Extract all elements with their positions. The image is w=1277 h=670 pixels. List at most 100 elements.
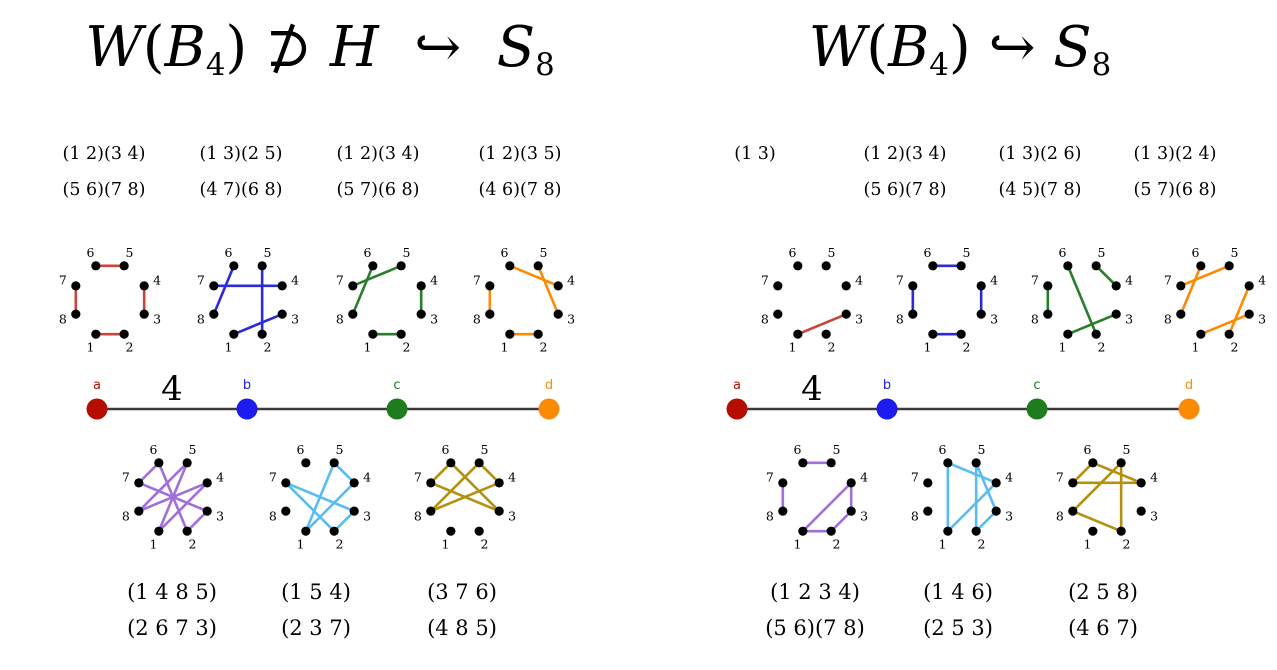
coxeter-node-letter: b bbox=[883, 378, 891, 393]
graph-node bbox=[1063, 261, 1073, 271]
graph-node bbox=[908, 309, 918, 319]
graph-node bbox=[1111, 281, 1121, 291]
permutation-label: (1 2)(3 5)(4 6)(7 8) bbox=[435, 136, 605, 208]
graph-node-label: 8 bbox=[1164, 312, 1172, 327]
graph-node-label: 6 bbox=[789, 245, 797, 260]
graph-node-label: 7 bbox=[766, 470, 774, 485]
graph-node bbox=[71, 309, 81, 319]
graph-edge bbox=[1091, 461, 1143, 485]
graph-node-label: 2 bbox=[403, 339, 411, 354]
graph-node-label: 5 bbox=[1098, 245, 1106, 260]
graph-node bbox=[976, 309, 986, 319]
graph-node bbox=[229, 329, 239, 339]
graph-node bbox=[1116, 458, 1126, 468]
graph-node-label: 4 bbox=[363, 470, 371, 485]
graph-node-label: 2 bbox=[336, 536, 344, 551]
permutation-line: (1 3)(2 6) bbox=[998, 144, 1082, 164]
permutation-label: (1 3)(2 6) (4 5)(7 8) bbox=[955, 136, 1125, 208]
title-segment: ( bbox=[866, 15, 889, 80]
graph-edge bbox=[536, 264, 560, 316]
graph-node-label: 1 bbox=[87, 339, 95, 354]
graph-node-label: 6 bbox=[924, 245, 932, 260]
graph-node bbox=[798, 458, 808, 468]
graph-node-label: 5 bbox=[264, 245, 272, 260]
graph-node bbox=[329, 526, 339, 536]
graph-node bbox=[134, 506, 144, 516]
graph-node-label: 8 bbox=[1031, 312, 1039, 327]
graph-node bbox=[773, 281, 783, 291]
graph-node-label: 1 bbox=[150, 536, 158, 551]
graph-edge bbox=[351, 264, 375, 316]
graph-node-label: 7 bbox=[1164, 273, 1172, 288]
graph-edge bbox=[801, 481, 853, 533]
right-panel-title: W(B4) ↪ S8 bbox=[650, 8, 1270, 105]
permutation-label: (3 7 6)(4 8 5) bbox=[377, 574, 547, 646]
permutation-line: (1 3)(2 4) bbox=[1133, 144, 1217, 164]
graph-node-label: 3 bbox=[567, 312, 575, 327]
graph-node bbox=[505, 261, 515, 271]
graph-node bbox=[1043, 281, 1053, 291]
graph-node bbox=[348, 281, 358, 291]
graph-node-label: 6 bbox=[1192, 245, 1200, 260]
graph-node-label: 7 bbox=[197, 273, 205, 288]
graph-node bbox=[778, 506, 788, 516]
graph-node-label: 8 bbox=[336, 312, 344, 327]
permutation-line: (4 5)(7 8) bbox=[998, 180, 1082, 200]
title-segment: B bbox=[164, 15, 206, 80]
graph-edge bbox=[332, 509, 356, 533]
graph-node bbox=[908, 281, 918, 291]
title-segment: S bbox=[496, 15, 536, 80]
title-segment: 4 bbox=[205, 47, 226, 84]
graph-node-label: 2 bbox=[540, 339, 548, 354]
graph-node bbox=[821, 261, 831, 271]
graph-node bbox=[991, 506, 1001, 516]
graph-node-label: 7 bbox=[414, 470, 422, 485]
coxeter-node-letter: c bbox=[393, 378, 400, 393]
graph-node-label: 1 bbox=[442, 536, 450, 551]
graph-node-label: 5 bbox=[1123, 442, 1131, 457]
graph-node bbox=[1068, 478, 1078, 488]
graph-node bbox=[956, 261, 966, 271]
graph-node bbox=[154, 458, 164, 468]
graph-node-label: 7 bbox=[911, 470, 919, 485]
title-segment: H bbox=[329, 15, 379, 80]
graph-node-label: 8 bbox=[197, 312, 205, 327]
graph-node-label: 5 bbox=[403, 245, 411, 260]
graph-node bbox=[277, 309, 287, 319]
graph-node-label: 8 bbox=[766, 509, 774, 524]
graph-node-label: 5 bbox=[978, 442, 986, 457]
graph-node-label: 2 bbox=[1231, 339, 1239, 354]
graph-node bbox=[1224, 329, 1234, 339]
graph-node-label: 8 bbox=[414, 509, 422, 524]
graph-node-label: 3 bbox=[1125, 312, 1133, 327]
graph-node bbox=[553, 309, 563, 319]
graph-edge bbox=[137, 461, 189, 513]
graph-node bbox=[846, 478, 856, 488]
left-panel-title: W(B4) ⊅ H ↪ S8 bbox=[0, 8, 640, 105]
graph-node bbox=[368, 329, 378, 339]
coxeter-node-letter: d bbox=[1185, 378, 1193, 393]
title-segment: ↪ bbox=[378, 15, 497, 80]
permutation-line: (5 6)(7 8) bbox=[62, 180, 146, 200]
permutation-line: (2 3 7) bbox=[281, 616, 351, 640]
graph-node bbox=[533, 261, 543, 271]
graph-node-label: 6 bbox=[939, 442, 947, 457]
graph-node bbox=[257, 329, 267, 339]
graph-node-label: 6 bbox=[225, 245, 233, 260]
graph-node-label: 3 bbox=[216, 509, 224, 524]
graph-node-label: 1 bbox=[297, 536, 305, 551]
graph-node bbox=[1244, 309, 1254, 319]
title-segment: 4 bbox=[929, 47, 949, 84]
graph-node-label: 5 bbox=[540, 245, 548, 260]
graph-node bbox=[826, 458, 836, 468]
graph-node bbox=[229, 261, 239, 271]
permutation-line: (2 5 3) bbox=[923, 616, 993, 640]
